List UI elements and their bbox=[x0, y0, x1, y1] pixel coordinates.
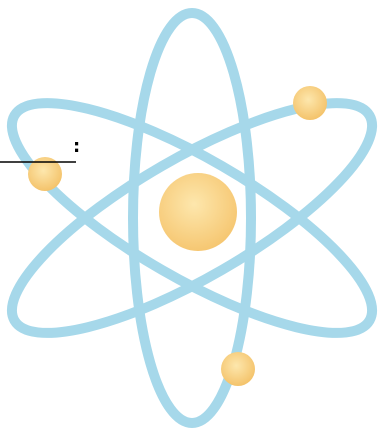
leader-label: : bbox=[73, 136, 80, 158]
electron-bottom bbox=[221, 352, 255, 386]
electron-top-right bbox=[293, 86, 327, 120]
nucleus bbox=[159, 173, 237, 251]
